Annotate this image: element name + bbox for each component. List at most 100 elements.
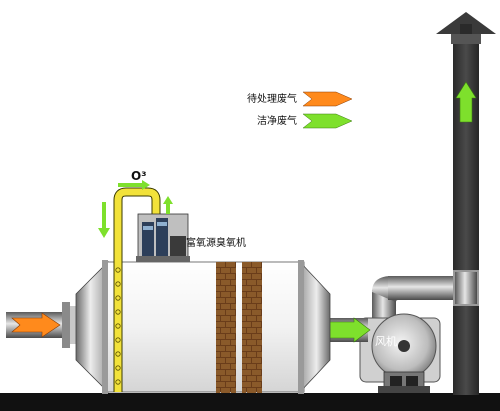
filter-block bbox=[216, 352, 220, 357]
ozone-nozzle bbox=[115, 295, 121, 301]
generator-output-arrow-icon bbox=[163, 196, 173, 214]
legend-untreated-label: 待处理废气 bbox=[247, 92, 297, 105]
filter-block bbox=[226, 334, 235, 339]
filter-block bbox=[257, 376, 262, 381]
filter-block bbox=[247, 340, 256, 345]
filter-block bbox=[226, 382, 235, 387]
filter-block bbox=[226, 310, 235, 315]
filter-block bbox=[242, 370, 251, 375]
filter-block bbox=[231, 316, 236, 321]
filter-block bbox=[216, 298, 225, 303]
filter-block bbox=[242, 340, 246, 345]
filter-block bbox=[216, 328, 220, 333]
fan-unit bbox=[359, 313, 441, 393]
filter-block bbox=[226, 298, 235, 303]
legend: 待处理废气 洁净废气 bbox=[247, 91, 353, 129]
filter-block bbox=[216, 316, 220, 321]
filter-block bbox=[257, 304, 262, 309]
filter-block bbox=[226, 358, 235, 363]
filter-block bbox=[231, 388, 236, 393]
filter-block bbox=[226, 274, 235, 279]
filter-block bbox=[252, 358, 261, 363]
exhaust-duct bbox=[372, 270, 479, 330]
filter-block bbox=[257, 316, 262, 321]
filter-block bbox=[216, 388, 220, 393]
filter-block bbox=[242, 346, 251, 351]
filter-block bbox=[242, 376, 246, 381]
legend-clean-arrow-icon bbox=[302, 113, 353, 129]
filter-block bbox=[252, 286, 261, 291]
filter-block bbox=[216, 322, 225, 327]
filter-block bbox=[221, 352, 230, 357]
filter-block bbox=[247, 352, 256, 357]
filter-block bbox=[257, 280, 262, 285]
filter-block bbox=[216, 340, 220, 345]
filter-block bbox=[242, 262, 251, 267]
filter-block bbox=[247, 292, 256, 297]
ozone-pipe bbox=[113, 187, 161, 392]
filter-block bbox=[242, 304, 246, 309]
filter-media-left bbox=[216, 262, 236, 393]
filter-block bbox=[252, 346, 261, 351]
filter-block bbox=[231, 280, 236, 285]
filter-block bbox=[257, 352, 262, 357]
filter-block bbox=[216, 292, 220, 297]
filter-block bbox=[231, 304, 236, 309]
ozone-nozzle bbox=[115, 309, 121, 315]
filter-block bbox=[221, 376, 230, 381]
ozone-nozzle bbox=[115, 337, 121, 343]
filter-block bbox=[242, 298, 251, 303]
filter-block bbox=[216, 286, 225, 291]
ozone-flow-right-arrow-icon bbox=[118, 180, 150, 190]
filter-block bbox=[216, 262, 225, 267]
filter-block bbox=[221, 388, 230, 393]
ozone-generator bbox=[136, 213, 190, 262]
filter-block bbox=[216, 346, 225, 351]
clean-air-arrow-up-icon bbox=[455, 81, 477, 123]
filter-block bbox=[221, 304, 230, 309]
filter-block bbox=[231, 364, 236, 369]
filter-block bbox=[216, 382, 225, 387]
filter-block bbox=[257, 268, 262, 273]
filter-block bbox=[242, 352, 246, 357]
filter-block bbox=[242, 364, 246, 369]
ozone-nozzle bbox=[115, 281, 121, 287]
filter-block bbox=[231, 352, 236, 357]
filter-block bbox=[216, 364, 220, 369]
filter-block bbox=[252, 334, 261, 339]
filter-block bbox=[221, 292, 230, 297]
filter-block bbox=[231, 376, 236, 381]
filter-block bbox=[247, 388, 256, 393]
filter-block bbox=[252, 298, 261, 303]
filter-block bbox=[257, 328, 262, 333]
filter-block bbox=[242, 268, 246, 273]
filter-block bbox=[242, 382, 251, 387]
filter-block bbox=[257, 340, 262, 345]
filter-block bbox=[221, 316, 230, 321]
reactor-tower bbox=[75, 260, 331, 394]
filter-block bbox=[247, 376, 256, 381]
filter-block bbox=[216, 268, 220, 273]
filter-block bbox=[242, 310, 251, 315]
filter-block bbox=[221, 280, 230, 285]
filter-block bbox=[252, 382, 261, 387]
filter-block bbox=[252, 370, 261, 375]
filter-block bbox=[242, 328, 246, 333]
ozone-nozzle bbox=[115, 267, 121, 273]
ozone-nozzle bbox=[115, 351, 121, 357]
filter-block bbox=[226, 262, 235, 267]
filter-block bbox=[231, 292, 236, 297]
filter-block bbox=[216, 376, 220, 381]
untreated-air-arrow-icon bbox=[11, 312, 61, 338]
filter-block bbox=[226, 322, 235, 327]
generator-label: 富氧源臭氧机 bbox=[186, 236, 246, 249]
filter-block bbox=[247, 364, 256, 369]
filter-block bbox=[216, 310, 225, 315]
filter-block bbox=[242, 274, 251, 279]
filter-block bbox=[242, 388, 246, 393]
filter-block bbox=[252, 322, 261, 327]
filter-block bbox=[247, 268, 256, 273]
filter-block bbox=[231, 328, 236, 333]
filter-block bbox=[257, 364, 262, 369]
